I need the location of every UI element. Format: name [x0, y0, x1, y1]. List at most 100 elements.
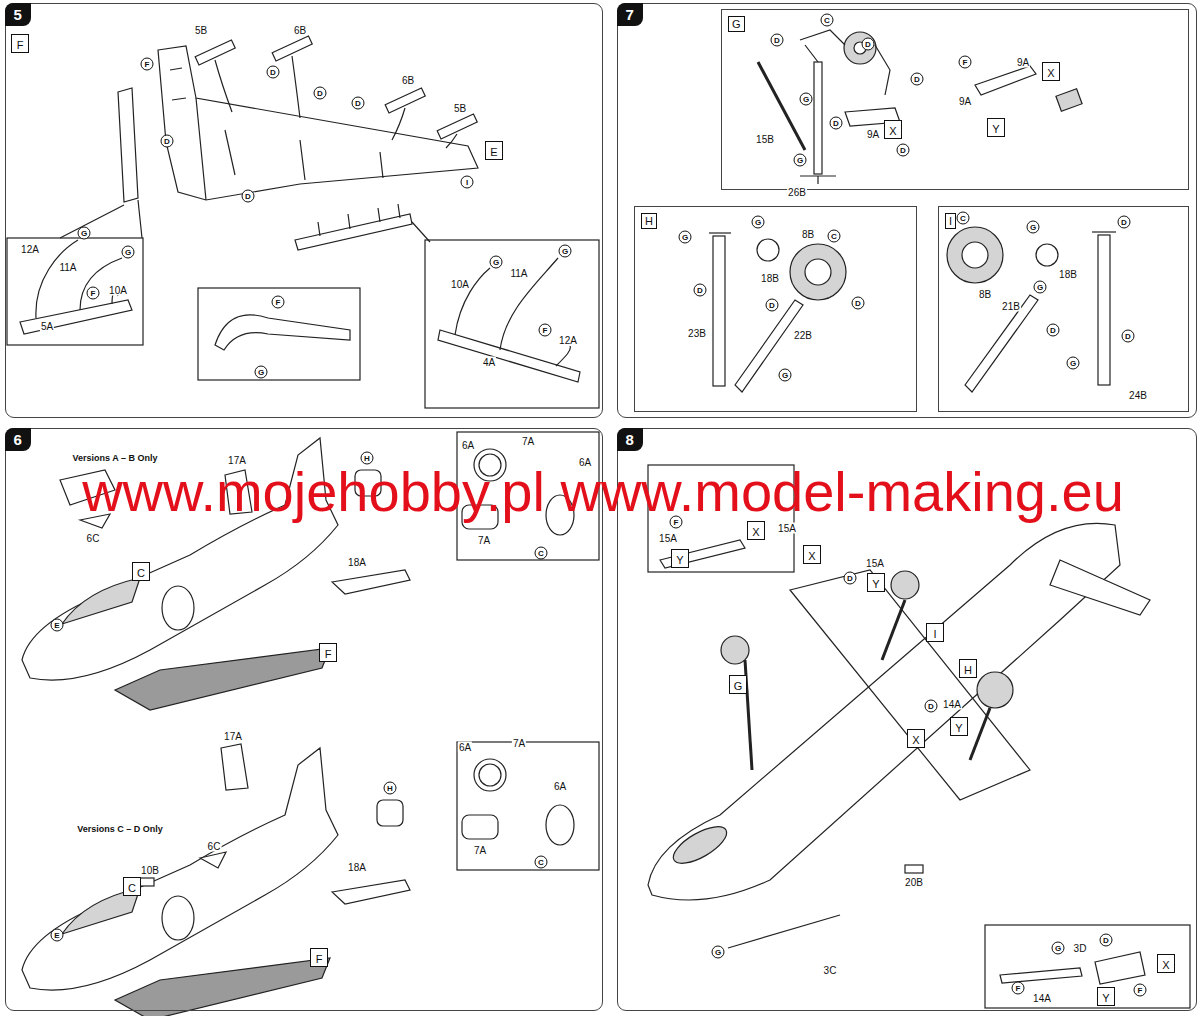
attachment-point: F: [141, 58, 154, 71]
underside-view: [985, 925, 1190, 1008]
part-number: 7A: [512, 738, 526, 749]
landing-gear: [814, 62, 822, 174]
attachment-point: G: [78, 227, 91, 240]
step-number: 7: [617, 3, 643, 26]
part-number: 6A: [458, 742, 472, 753]
wing-assembly: [60, 200, 142, 238]
part-number: 10A: [450, 279, 470, 290]
attachment-point: G: [490, 256, 503, 269]
attachment-point: D: [852, 297, 865, 310]
fuselage-view: [22, 742, 599, 1016]
attachment-point: C: [957, 212, 970, 225]
assembly-letter: F: [325, 647, 332, 662]
assembly-tag: F: [319, 643, 337, 662]
attachment-point: G: [679, 231, 692, 244]
part-number: 6C: [207, 841, 222, 852]
attachment-point: F: [539, 324, 552, 337]
attachment-point: D: [830, 117, 843, 130]
attachment-point: F: [87, 287, 100, 300]
assembly-tag: Y: [1097, 987, 1115, 1006]
assembly-letter: X: [808, 549, 815, 564]
part-number: 24B: [1128, 390, 1148, 401]
assembly-tag: F: [310, 948, 328, 967]
attachment-point: C: [535, 547, 548, 560]
assembly-tag: X: [1042, 62, 1060, 81]
landing-gear: [757, 239, 779, 261]
assembly-tag: X: [884, 120, 902, 139]
landing-gear: [962, 242, 988, 268]
attachment-point: F: [1012, 982, 1025, 995]
detail-inset: [36, 240, 122, 318]
attachment-point: D: [314, 87, 327, 100]
part-number: 23B: [687, 328, 707, 339]
landing-gear: [844, 32, 876, 64]
detail-inset: [438, 330, 580, 382]
assembly-letter: I: [933, 627, 936, 642]
part-number: 18B: [760, 273, 780, 284]
part-number: 6A: [461, 440, 475, 451]
subassembly-panel: G X Y X: [721, 9, 1189, 190]
fuselage-view: [162, 586, 194, 630]
fuselage-view: [62, 578, 140, 624]
attachment-point: F: [1134, 984, 1147, 997]
loose-parts: [221, 744, 248, 790]
attachment-point: F: [959, 56, 972, 69]
part-number: 17A: [223, 731, 243, 742]
attachment-point: D: [897, 144, 910, 157]
underside-view: [970, 708, 990, 760]
assembly-tag: Y: [867, 573, 885, 592]
part-number: 12A: [20, 244, 40, 255]
attachment-point: G: [794, 154, 807, 167]
version-note: Versions A – B Only: [72, 453, 159, 463]
underside-view: [1095, 952, 1145, 984]
landing-gear: [709, 30, 1116, 392]
step-panel: 7GXYXHI: [617, 3, 1197, 418]
attachment-point: G: [1027, 221, 1040, 234]
loose-parts: [377, 800, 403, 826]
assembly-tag: I: [926, 623, 944, 642]
wing-assembly: [60, 36, 478, 250]
assembly-tag: Y: [987, 118, 1005, 137]
assembly-tag: X: [907, 729, 925, 748]
fuselage-view: [115, 648, 330, 710]
underside-view: [660, 540, 745, 568]
attachment-point: C: [535, 856, 548, 869]
part-number: 22B: [793, 330, 813, 341]
attachment-point: G: [255, 366, 268, 379]
part-number: 15A: [865, 558, 885, 569]
watermark: www.mojehobby.pl www.model-making.eu: [82, 464, 1124, 520]
part-number: 18A: [347, 862, 367, 873]
attachment-point: G: [712, 946, 725, 959]
assembly-tag: C: [123, 877, 141, 896]
wing-assembly: [215, 56, 457, 148]
part-number: 18A: [347, 557, 367, 568]
part-number: 10B: [140, 865, 160, 876]
assembly-letter: F: [17, 38, 24, 53]
attachment-point: D: [1047, 324, 1060, 337]
underside-view: [728, 915, 840, 948]
detail-inset: [455, 258, 570, 366]
part-number: 6B: [293, 25, 307, 36]
assembly-letter: C: [137, 566, 145, 581]
assembly-letter: C: [128, 881, 136, 896]
attachment-point: D: [771, 34, 784, 47]
detail-inset: [7, 238, 143, 345]
detail-inset: [198, 288, 360, 380]
underside-view: [1000, 968, 1082, 983]
attachment-point: G: [559, 245, 572, 258]
part-number: 7A: [521, 436, 535, 447]
step-number: 5: [5, 3, 31, 26]
detail-inset: [215, 315, 350, 350]
underside-view: [721, 636, 749, 664]
underside-view: [648, 523, 1120, 900]
attachment-point: G: [1067, 357, 1080, 370]
attachment-point: D: [352, 97, 365, 110]
wing-assembly: [437, 114, 477, 139]
attachment-point: E: [51, 929, 64, 942]
landing-gear: [975, 66, 1036, 95]
loose-parts: [60, 470, 403, 886]
attachment-point: D: [1100, 934, 1113, 947]
assembly-letter: X: [1162, 958, 1169, 973]
assembly-tag: Y: [950, 717, 968, 736]
